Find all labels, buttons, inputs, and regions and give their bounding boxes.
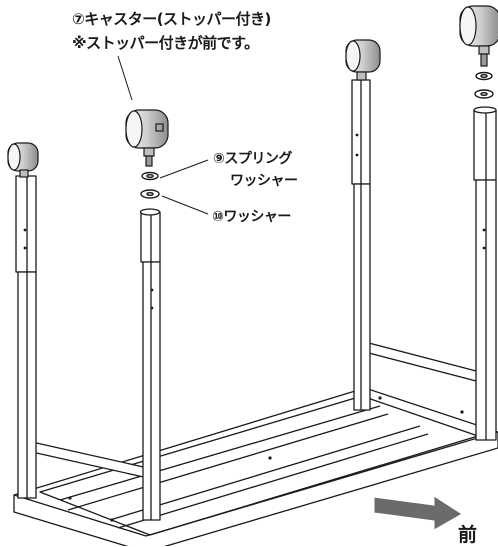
washers xyxy=(140,71,494,199)
washer-label: ⑩ワッシャー xyxy=(212,209,291,225)
caster-label: ⑦キャスター(ストッパー付き) xyxy=(72,10,271,28)
spring-washer-label: ⑨スプリング xyxy=(213,151,292,167)
base-frame xyxy=(13,387,498,546)
leg-right-front xyxy=(473,106,497,441)
leg-left xyxy=(15,175,37,499)
caster-wheel-icon xyxy=(7,5,498,178)
leg-right-back xyxy=(351,79,371,411)
direction-arrow-icon xyxy=(373,495,463,531)
leg-middle xyxy=(139,208,161,521)
caster-note-label: ※ストッパー付きが前です。 xyxy=(72,34,259,52)
leader-lines xyxy=(117,55,209,215)
front-label: 前 xyxy=(458,524,478,546)
leg-holes xyxy=(23,133,486,522)
spring-washer-label-line2: ワッシャー xyxy=(230,173,298,189)
